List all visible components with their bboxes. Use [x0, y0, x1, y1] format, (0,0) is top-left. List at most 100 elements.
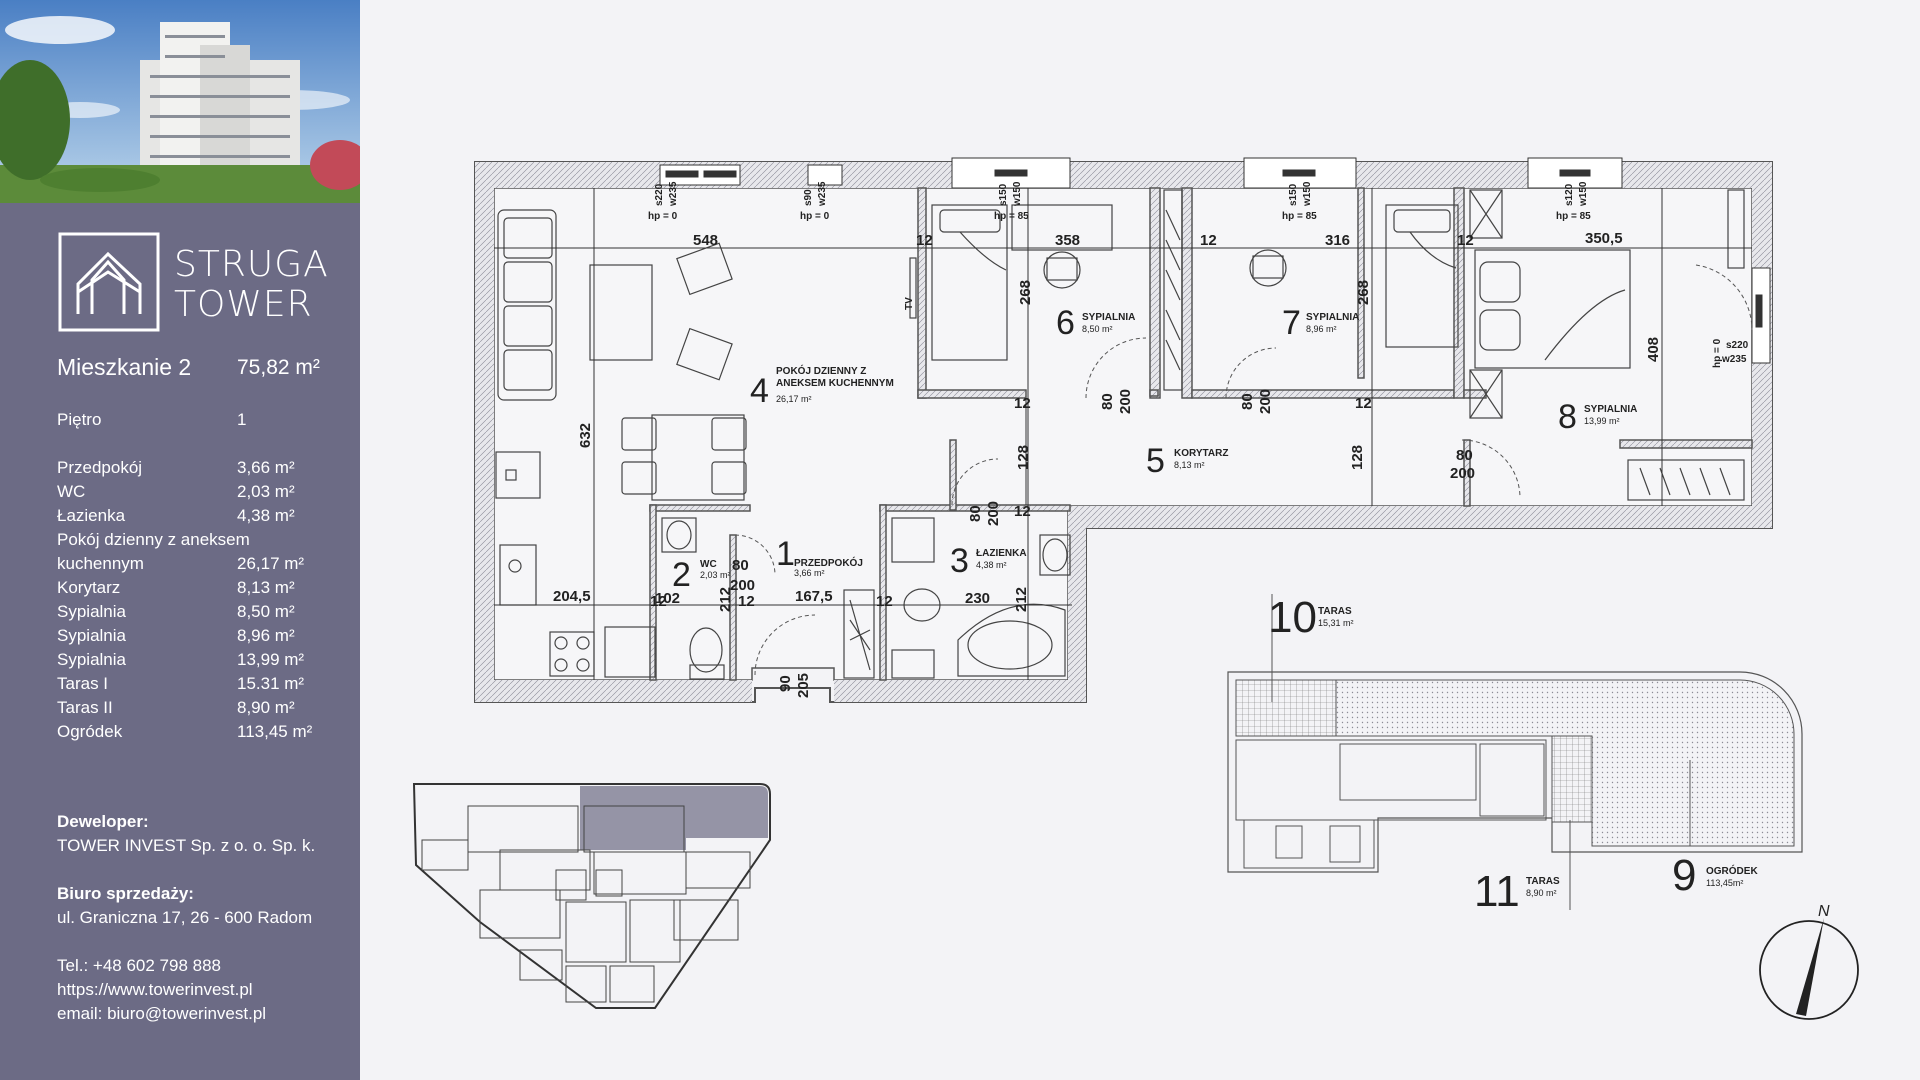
svg-text:hp = 85: hp = 85: [994, 211, 1029, 222]
dimension-label: 350,5: [1585, 230, 1623, 247]
room-label: Pokój dzienny z aneksem: [57, 530, 250, 549]
room-label: Taras II: [57, 698, 113, 717]
room-number: 11: [1474, 867, 1520, 916]
dimension-label: 80: [1456, 447, 1473, 464]
developer-name: TOWER INVEST Sp. z o. o. Sp. k.: [57, 836, 316, 855]
dimension-label: 204,5: [553, 588, 591, 605]
svg-text:s150: s150: [998, 183, 1009, 206]
svg-text:w235: w235: [817, 181, 828, 207]
svg-text:POKÓJ DZIENNY Z: POKÓJ DZIENNY Z: [776, 364, 866, 377]
tv-label: TV: [904, 297, 915, 310]
svg-text:26,17 m²: 26,17 m²: [776, 394, 812, 404]
svg-text:s220: s220: [1726, 340, 1749, 351]
svg-text:15,31 m²: 15,31 m²: [1318, 618, 1354, 628]
room-number: 5: [1146, 442, 1165, 480]
dimension-label: 212: [1013, 587, 1030, 612]
dimension-label: 316: [1325, 232, 1350, 249]
room-area: 8,13 m²: [237, 578, 295, 597]
svg-text:SYPIALNIA: SYPIALNIA: [1082, 312, 1135, 323]
room-number: 6: [1056, 304, 1075, 342]
room-area: 113,45 m²: [237, 722, 313, 741]
svg-text:s90: s90: [803, 189, 814, 206]
svg-text:SYPIALNIA: SYPIALNIA: [1584, 404, 1637, 415]
room-labels: 1 PRZEDPOKÓJ 3,66 m² 2 WC 2,03 m² 3 ŁAZI…: [672, 304, 1637, 594]
contact-phone[interactable]: Tel.: +48 602 798 888: [57, 956, 221, 975]
terrace-labels: 10 TARAS 15,31 m² 11 TARAS 8,90 m² 9 OGR…: [1268, 593, 1758, 916]
svg-text:TARAS: TARAS: [1318, 606, 1352, 617]
room-area: 8,50 m²: [237, 602, 295, 621]
room-label: Łazienka: [57, 506, 126, 525]
brand-line-2: TOWER: [174, 284, 313, 325]
contact-website[interactable]: https://www.towerinvest.pl: [57, 980, 253, 999]
contact-email[interactable]: email: biuro@towerinvest.pl: [57, 1004, 267, 1023]
dimension-label: 12: [1200, 232, 1217, 249]
svg-text:s120: s120: [1564, 183, 1575, 206]
room-area: 13,99 m²: [237, 650, 305, 669]
room-number: 1: [776, 535, 795, 573]
north-label: N: [1818, 903, 1830, 920]
dimension-label: 12: [916, 232, 933, 249]
svg-text:KORYTARZ: KORYTARZ: [1174, 448, 1228, 459]
svg-text:hp = 85: hp = 85: [1282, 211, 1317, 222]
dimension-label: 80: [1239, 393, 1256, 410]
svg-text:hp = 85: hp = 85: [1556, 211, 1591, 222]
dimension-lines: [494, 188, 1752, 680]
room-number: 8: [1558, 398, 1577, 436]
room-area: 4,38 m²: [237, 506, 295, 525]
dimension-label: 230: [965, 590, 990, 607]
window-labels: s220 w235 hp = 0 s90 w235 hp = 0 s150 w1…: [648, 181, 1749, 368]
unit-area: 75,82 m²: [237, 356, 320, 379]
dimension-label: 167,5: [795, 588, 833, 605]
struga-tower-logo: [58, 232, 160, 332]
room-area: 3,66 m²: [237, 458, 295, 477]
svg-text:8,90 m²: 8,90 m²: [1526, 888, 1557, 898]
dimension-label: 102: [655, 590, 680, 607]
svg-text:w235: w235: [1721, 354, 1747, 365]
svg-text:8,13 m²: 8,13 m²: [1174, 460, 1205, 470]
room-number: 4: [750, 372, 769, 410]
svg-text:8,50 m²: 8,50 m²: [1082, 324, 1113, 334]
svg-text:hp = 0: hp = 0: [800, 211, 830, 222]
dimension-label: 548: [693, 232, 718, 249]
svg-text:8,96 m²: 8,96 m²: [1306, 324, 1337, 334]
room-number: 10: [1268, 593, 1317, 642]
room-label: Ogródek: [57, 722, 123, 741]
svg-text:w150: w150: [1578, 181, 1589, 207]
svg-text:OGRÓDEK: OGRÓDEK: [1706, 864, 1758, 877]
sidebar: STRUGA TOWER Mieszkanie 2 75,82 m² Piętr…: [0, 0, 360, 1080]
svg-text:4,38 m²: 4,38 m²: [976, 560, 1007, 570]
room-area: 8,96 m²: [237, 626, 295, 645]
terrace-plan: [1227, 594, 1803, 910]
dimension-label: 212: [717, 587, 734, 612]
svg-text:s150: s150: [1288, 183, 1299, 206]
svg-text:ŁAZIENKA: ŁAZIENKA: [976, 548, 1027, 559]
room-area: 8,90 m²: [237, 698, 295, 717]
dimension-label: 268: [1017, 280, 1034, 305]
room-area: 2,03 m²: [237, 482, 295, 501]
svg-text:3,66 m²: 3,66 m²: [794, 568, 825, 578]
dimension-label: 205: [795, 673, 812, 698]
building-photo: [0, 0, 360, 203]
dimension-label: 80: [967, 505, 984, 522]
svg-text:ANEKSEM KUCHENNYM: ANEKSEM KUCHENNYM: [776, 378, 894, 389]
floor-value: 1: [237, 410, 247, 429]
sales-office-heading: Biuro sprzedaży:: [57, 884, 194, 903]
svg-text:w150: w150: [1302, 181, 1313, 207]
room-area: 26,17 m²: [237, 554, 305, 573]
dimension-label: 80: [1099, 393, 1116, 410]
dimension-label: 200: [985, 501, 1002, 526]
building-key-plan: [412, 783, 771, 1009]
room-label: Sypialnia: [57, 650, 126, 669]
svg-text:PRZEDPOKÓJ: PRZEDPOKÓJ: [794, 556, 863, 569]
interior-walls: [649, 187, 1753, 681]
dimension-label: 200: [1257, 389, 1274, 414]
compass-icon: N: [1759, 903, 1859, 1020]
dimension-label: 12: [650, 593, 667, 610]
dimension-label: 128: [1349, 445, 1366, 470]
dimension-label: 80: [732, 557, 749, 574]
room-label: Przedpokój: [57, 458, 143, 477]
dimension-label: 90: [777, 675, 794, 692]
dimension-labels: 548 358 316 350,5 632 268 268 408 204,5 …: [553, 230, 1662, 698]
floor-plan: 548 358 316 350,5 632 268 268 408 204,5 …: [412, 157, 1859, 1020]
svg-text:2,03 m²: 2,03 m²: [700, 570, 731, 580]
